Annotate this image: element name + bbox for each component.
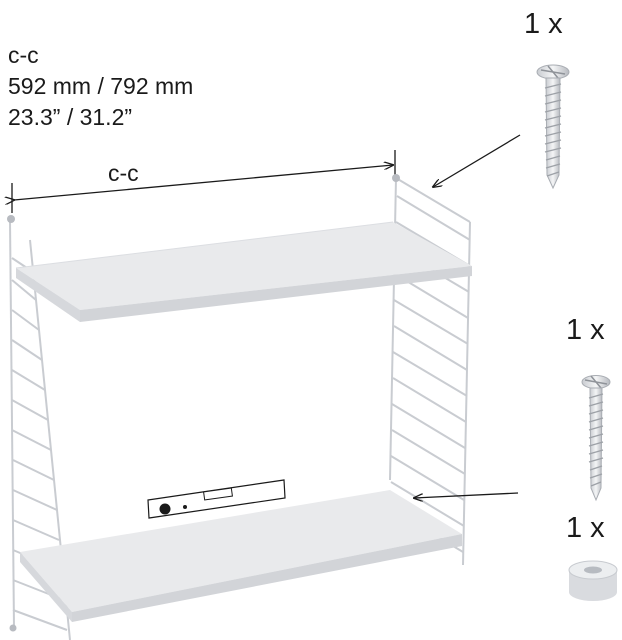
pointer-arrow-bottom — [414, 492, 519, 498]
spec-line-inch: 23.3” / 31.2” — [8, 104, 133, 130]
spec-line-mm: 592 mm / 792 mm — [8, 73, 194, 99]
spec-text: c-c 592 mm / 792 mm 23.3” / 31.2” — [8, 40, 193, 133]
qty-spacer: 1 x — [566, 512, 605, 544]
pin-right — [392, 174, 400, 182]
qty-top-screw: 1 x — [524, 8, 563, 40]
lower-shelf — [20, 490, 462, 622]
screw-icon — [581, 375, 611, 502]
spirit-level-icon — [147, 479, 286, 519]
dimension-line — [12, 150, 396, 213]
screw-icon — [536, 64, 570, 190]
spacer-icon — [568, 560, 618, 601]
right-side-panel — [389, 177, 471, 566]
upper-shelf — [15, 221, 472, 322]
qty-lower-screw: 1 x — [566, 314, 605, 346]
pointer-arrow-top — [433, 134, 521, 187]
spec-line-cc: c-c — [8, 42, 39, 68]
pin-bottom — [9, 624, 17, 632]
pin-left — [7, 215, 15, 223]
